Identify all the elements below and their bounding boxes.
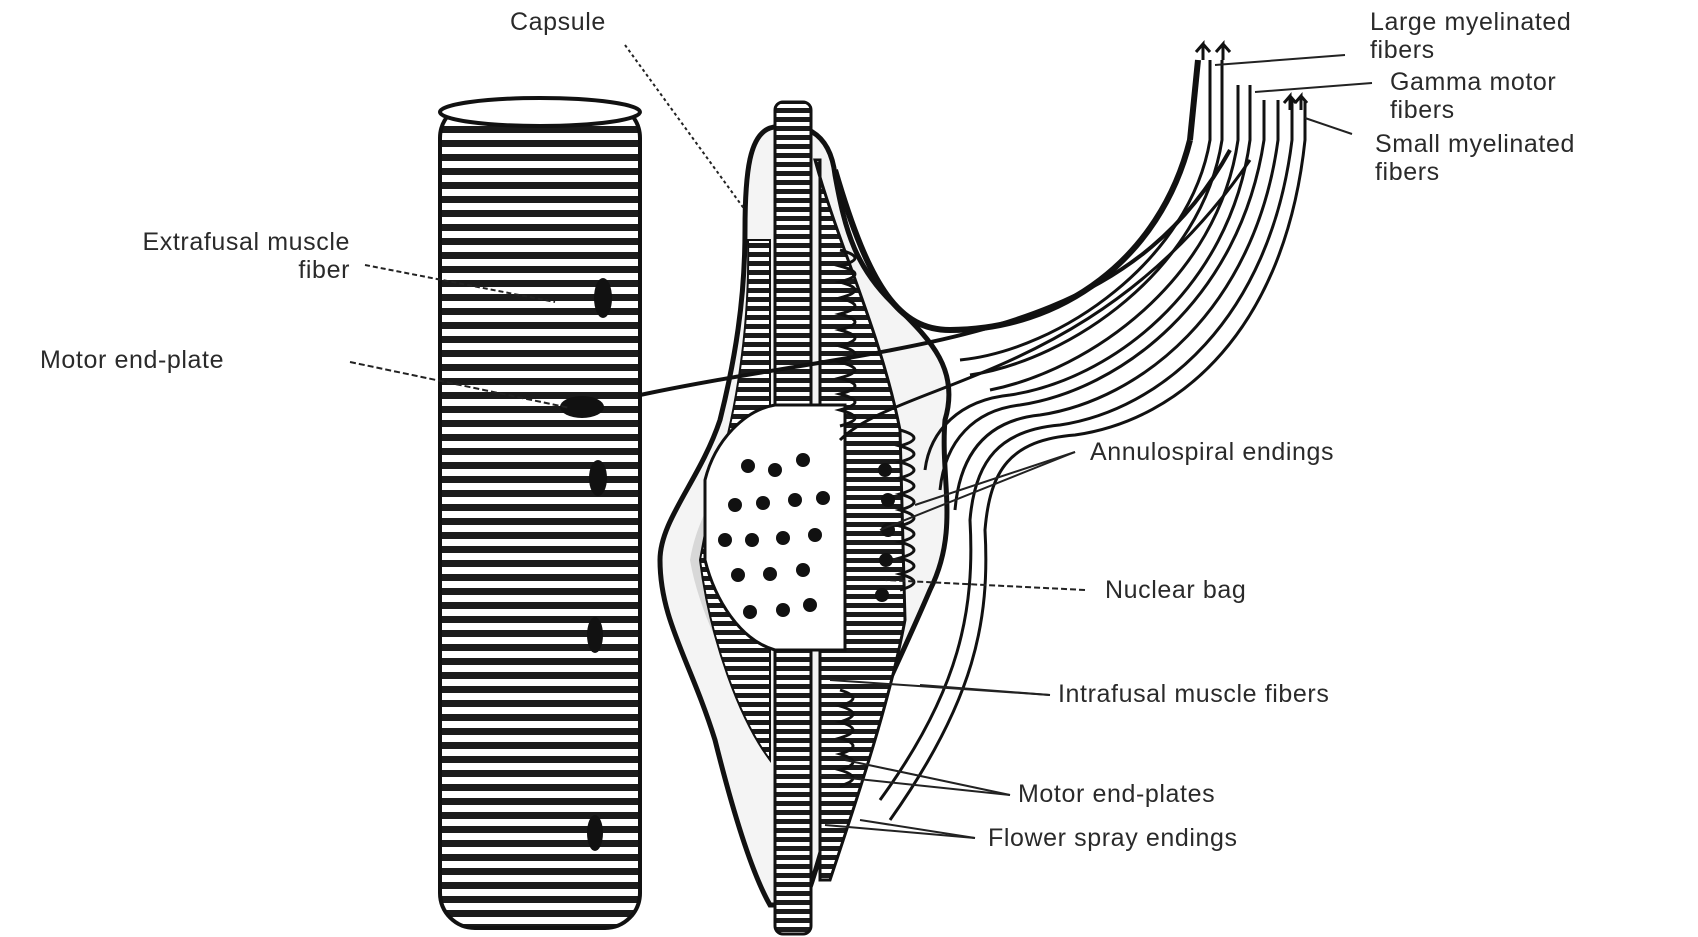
leader-small-myelinated (1305, 118, 1352, 134)
large-myelinated-fibers-label: Large myelinated fibers (1370, 8, 1571, 64)
motor-end-plates-label: Motor end-plates (1018, 780, 1215, 808)
leader-large-myelinated (1215, 55, 1345, 65)
extrafusal-muscle-fiber-label: Extrafusal muscle fiber (15, 228, 350, 284)
extrafusal-muscle-fiber (440, 98, 640, 928)
leader-motor-end-plates-2 (845, 760, 1010, 795)
intrafusal-muscle-fibers-label: Intrafusal muscle fibers (1058, 680, 1329, 708)
leader-gamma-motor (1255, 83, 1372, 92)
flower-spray-endings-label: Flower spray endings (988, 824, 1238, 852)
capsule-label: Capsule (510, 8, 606, 36)
nuclear-bag-label: Nuclear bag (1105, 576, 1246, 604)
gamma-motor-fibers-label: Gamma motor fibers (1390, 68, 1556, 124)
leader-intrafusal-2 (920, 685, 1050, 695)
motor-end-plate-label: Motor end-plate (40, 346, 224, 374)
leader-capsule (625, 45, 745, 210)
annulospiral-endings-label: Annulospiral endings (1090, 438, 1334, 466)
small-myelinated-fibers-label: Small myelinated fibers (1375, 130, 1575, 186)
